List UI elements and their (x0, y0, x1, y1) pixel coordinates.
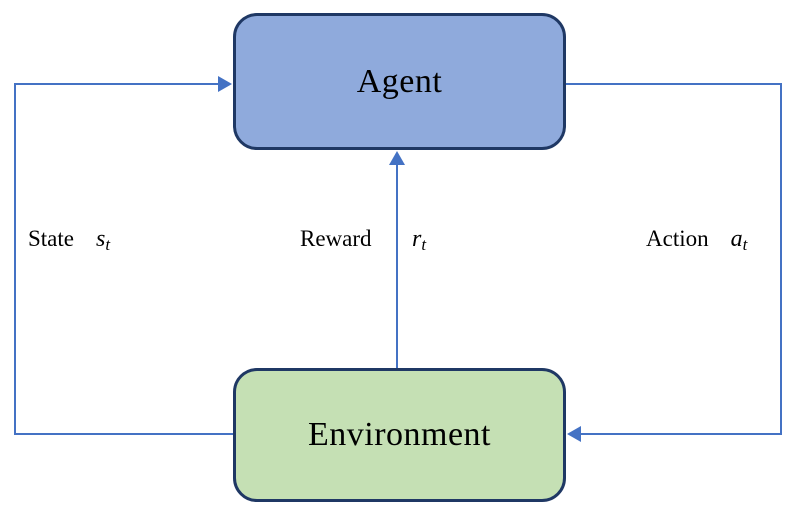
environment-node-label: Environment (307, 416, 492, 453)
state-arrow-segment-left (14, 83, 16, 435)
reward-edge-label: Reward (300, 226, 372, 252)
environment-node: Environment (233, 368, 566, 502)
action-arrowhead-icon (567, 426, 581, 442)
reward-edge-variable: rt (412, 226, 426, 253)
agent-node: Agent (233, 13, 566, 150)
reward-arrowhead-icon (389, 151, 405, 165)
action-edge-label: Action at (646, 226, 747, 253)
state-arrow-segment-bottom (15, 433, 233, 435)
state-arrow-segment-top (14, 83, 219, 85)
agent-node-label: Agent (356, 62, 443, 100)
state-edge-label: State st (28, 226, 110, 253)
action-arrow-segment-top (566, 83, 782, 85)
action-label-word: Action (646, 226, 709, 251)
reward-label-word: Reward (300, 226, 372, 251)
state-arrowhead-icon (218, 76, 232, 92)
state-label-word: State (28, 226, 74, 251)
state-variable: st (96, 226, 111, 254)
action-variable: at (730, 226, 748, 254)
reward-arrow-segment (396, 164, 398, 368)
action-arrow-segment-bottom (581, 433, 782, 435)
reward-variable: rt (412, 226, 427, 254)
action-arrow-segment-right (780, 83, 782, 435)
